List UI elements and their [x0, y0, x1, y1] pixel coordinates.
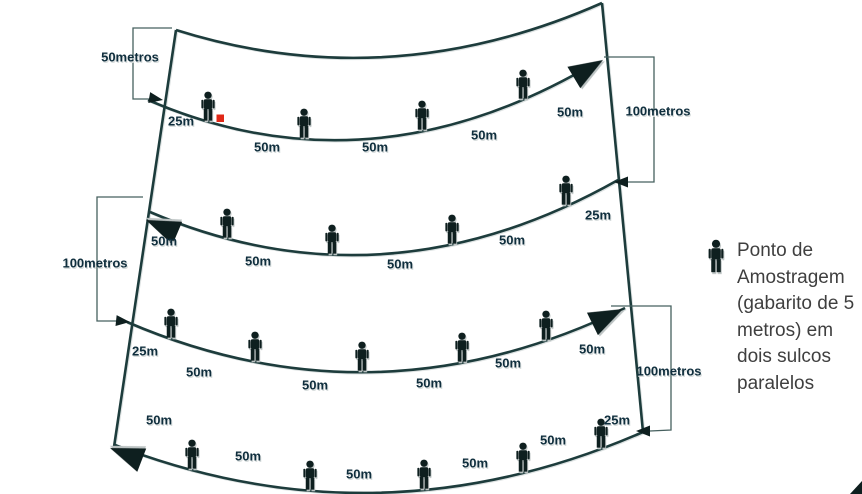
distance-label: 50m	[145, 412, 173, 428]
distance-label: 25m	[167, 113, 195, 129]
legend-text-line: paralelos	[737, 372, 815, 394]
bracket-right-top	[604, 56, 655, 183]
transect-arrowhead-icon	[586, 297, 629, 336]
legend-person-icon	[708, 239, 724, 273]
person-icon	[303, 460, 317, 490]
distance-label: 100metros	[636, 363, 702, 379]
bracket-top-left	[132, 27, 172, 100]
field-boundary-left	[112, 29, 178, 448]
transect-arc-4	[114, 430, 644, 494]
distance-label: 50m	[345, 466, 373, 482]
distance-label: 50m	[556, 104, 584, 120]
distance-label: 50m	[386, 256, 414, 272]
legend-text-line: dois sulcos	[737, 346, 831, 367]
person-icon	[516, 442, 530, 472]
distance-label: 50m	[539, 432, 567, 448]
small-arrow-icon	[614, 176, 628, 188]
distance-label: 50m	[494, 355, 522, 371]
cursor-arrow	[850, 481, 862, 494]
transect-arc-2	[149, 178, 619, 257]
person-icon	[201, 91, 215, 121]
distance-label: 50metros	[101, 49, 159, 65]
distance-label: 50m	[578, 341, 606, 357]
distance-label: 50m	[361, 139, 389, 155]
distance-label: 50m	[185, 364, 213, 380]
distance-label: 25m	[584, 207, 612, 223]
distance-label: 50m	[415, 375, 443, 391]
person-icon	[248, 331, 262, 361]
person-icon	[325, 224, 339, 254]
legend-text-line: metros) em	[737, 319, 834, 341]
distance-label: 100metros	[625, 103, 691, 119]
distance-label: 50m	[498, 232, 526, 248]
person-icon	[185, 439, 199, 469]
person-icon	[445, 214, 459, 244]
distance-label: 50m	[253, 139, 281, 155]
person-icon	[297, 108, 311, 138]
person-icon	[417, 459, 431, 489]
distance-label: 50m	[244, 253, 272, 269]
distance-label: 50m	[470, 127, 498, 143]
field-boundary-right	[600, 2, 645, 433]
transect-arrowhead-icon	[567, 49, 610, 89]
legend-text-line: Ponto de	[737, 240, 814, 261]
legend-text-line: (gabarito de 5	[737, 293, 855, 314]
distance-label: 50m	[234, 448, 262, 464]
red-marker	[216, 114, 224, 122]
person-icon	[355, 341, 369, 371]
distance-label: 25m	[131, 343, 159, 359]
person-icon	[164, 308, 178, 338]
person-icon	[516, 69, 530, 99]
person-icon	[415, 100, 429, 130]
distance-label: 50m	[150, 233, 178, 249]
bracket-right-bottom	[611, 305, 672, 432]
bracket-left-mid	[96, 196, 143, 322]
small-arrow-icon	[115, 315, 131, 328]
distance-label: 50m	[301, 377, 329, 393]
distance-label: 25m	[603, 412, 631, 428]
person-icon	[220, 208, 234, 238]
transect-arc-1	[147, 61, 596, 142]
legend: Ponto de Amostragem (gabarito de 5 metro…	[737, 238, 862, 397]
distance-label: 100metros	[62, 255, 128, 271]
transect-arrowhead-icon	[105, 436, 147, 472]
transect-arc-3	[126, 306, 626, 374]
legend-text-line: Amostragem	[737, 266, 845, 288]
person-icon	[559, 175, 573, 205]
person-icon	[539, 310, 553, 340]
person-icon	[455, 332, 469, 362]
field-boundary-top	[175, 1, 603, 60]
distance-label: 50m	[461, 455, 489, 471]
